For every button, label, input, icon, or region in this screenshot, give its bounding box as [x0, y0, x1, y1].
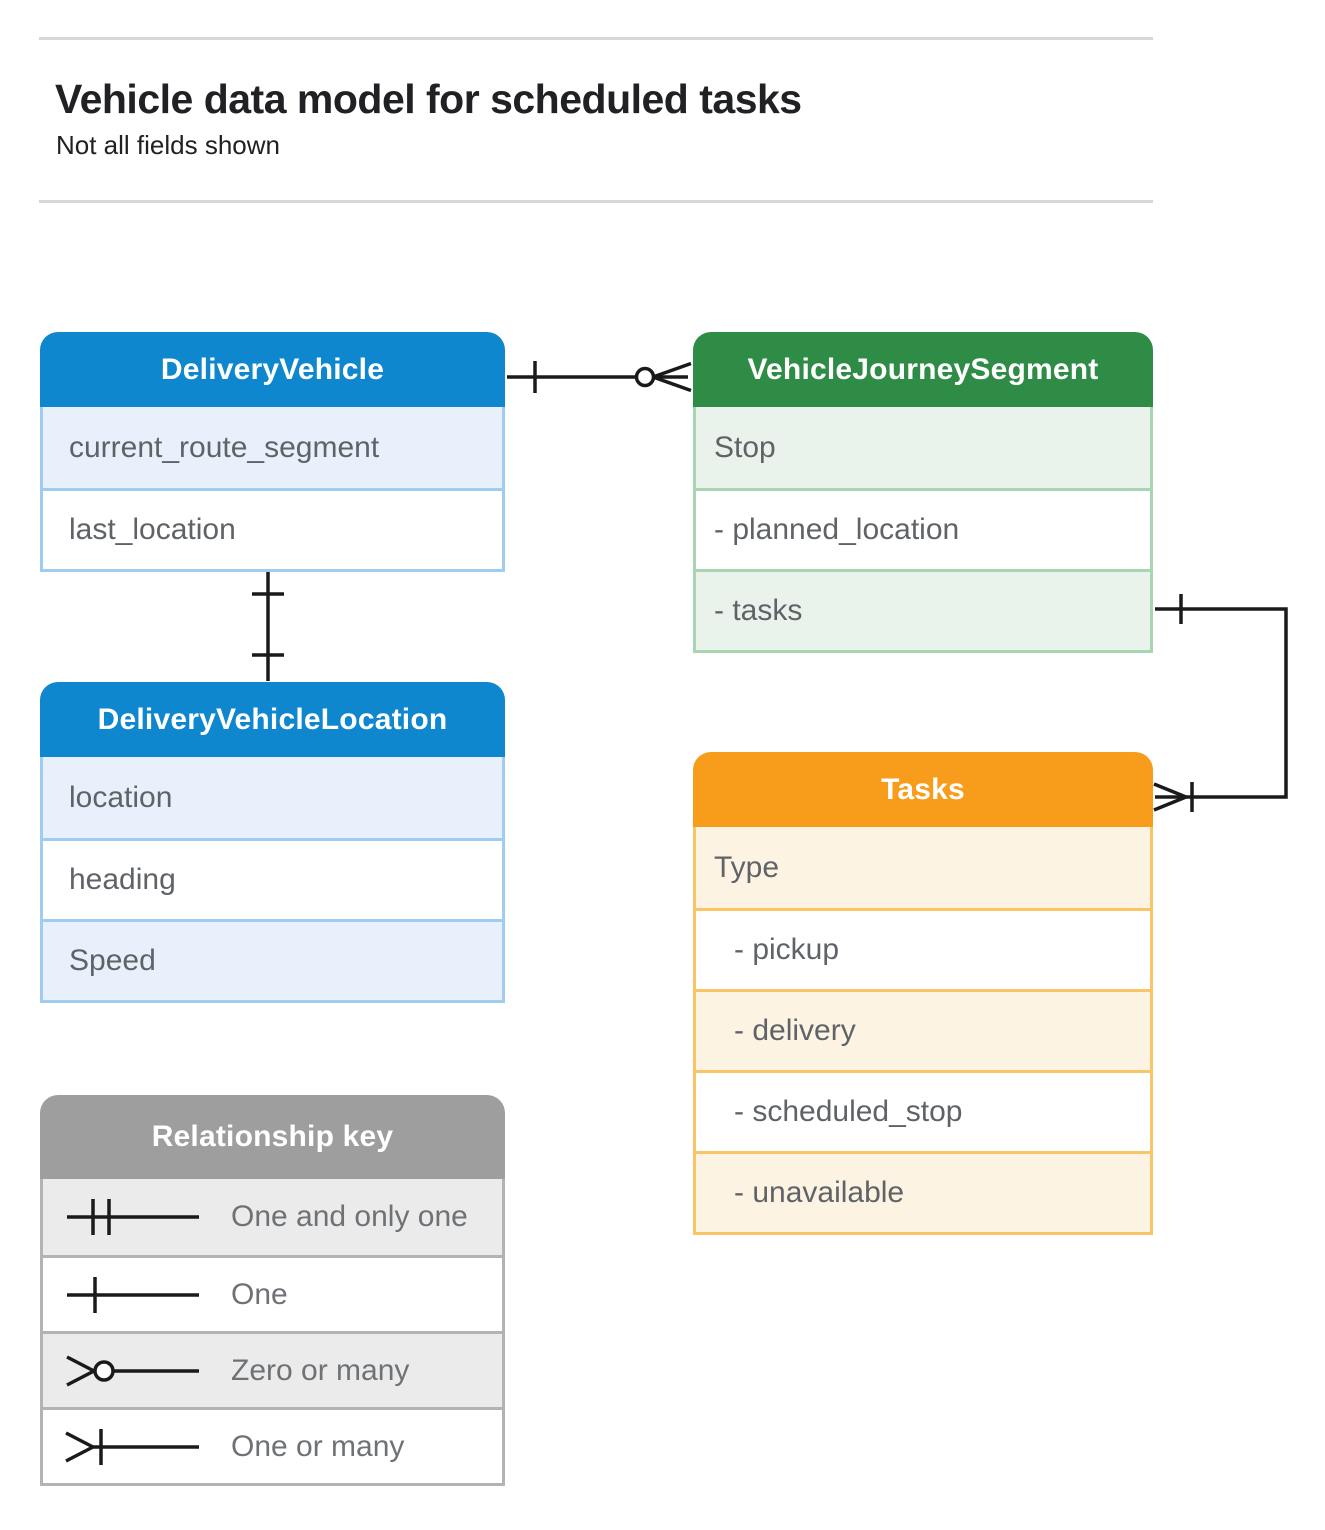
- field-unavailable: - unavailable: [696, 1151, 1150, 1232]
- key-row-one-or-many: One or many: [43, 1407, 502, 1483]
- one-icon: [67, 1276, 199, 1313]
- field-tasks: - tasks: [696, 569, 1150, 650]
- entity-vehicle-journey-segment-header: VehicleJourneySegment: [693, 332, 1153, 407]
- connector-vehiclejourneysegment-tasks-to-tasks: [1153, 594, 1288, 812]
- entity-tasks-header: Tasks: [693, 752, 1153, 827]
- field-heading: heading: [43, 838, 502, 919]
- key-label: One or many: [231, 1429, 405, 1463]
- field-pickup: - pickup: [696, 908, 1150, 989]
- key-label: Zero or many: [231, 1353, 410, 1387]
- connector-deliveryvehicle-to-vehiclejourneysegment: [507, 361, 692, 393]
- entity-delivery-vehicle-body: current_route_segment last_location: [40, 407, 505, 572]
- subtitle-divider: [39, 200, 1153, 203]
- field-location: location: [43, 757, 502, 838]
- field-stop: Stop: [696, 407, 1150, 488]
- field-current-route-segment: current_route_segment: [43, 407, 502, 488]
- key-row-zero-or-many: Zero or many: [43, 1331, 502, 1407]
- key-label: One and only one: [231, 1200, 468, 1233]
- zero-or-many-icon: [66, 1354, 199, 1387]
- field-delivery: - delivery: [696, 989, 1150, 1070]
- connector-deliveryvehicle-to-deliveryvehiclelocation: [252, 572, 284, 681]
- entity-vehicle-journey-segment: VehicleJourneySegment Stop - planned_loc…: [693, 332, 1153, 653]
- entity-delivery-vehicle-header: DeliveryVehicle: [40, 332, 505, 407]
- entity-delivery-vehicle-location-header: DeliveryVehicleLocation: [40, 682, 505, 757]
- key-row-one: One: [43, 1255, 502, 1331]
- field-speed: Speed: [43, 919, 502, 1000]
- entity-tasks: Tasks Type - pickup - delivery - schedul…: [693, 752, 1153, 1235]
- entity-vehicle-journey-segment-body: Stop - planned_location - tasks: [693, 407, 1153, 653]
- relationship-key-header: Relationship key: [40, 1095, 505, 1179]
- entity-tasks-body: Type - pickup - delivery - scheduled_sto…: [693, 827, 1153, 1235]
- field-scheduled-stop: - scheduled_stop: [696, 1070, 1150, 1151]
- entity-delivery-vehicle-location-body: location heading Speed: [40, 757, 505, 1003]
- relationship-key: Relationship key One and only one One Ze…: [40, 1095, 505, 1486]
- field-type: Type: [696, 827, 1150, 908]
- page-subtitle: Not all fields shown: [56, 130, 280, 160]
- key-row-one-and-only-one: One and only one: [43, 1179, 502, 1255]
- entity-delivery-vehicle-location: DeliveryVehicleLocation location heading…: [40, 682, 505, 1003]
- key-label: One: [231, 1277, 288, 1311]
- one-and-only-one-icon: [67, 1199, 199, 1235]
- field-planned-location: - planned_location: [696, 488, 1150, 569]
- page-title: Vehicle data model for scheduled tasks: [55, 76, 802, 122]
- one-or-many-icon: [65, 1428, 199, 1465]
- top-divider: [39, 37, 1153, 40]
- entity-delivery-vehicle: DeliveryVehicle current_route_segment la…: [40, 332, 505, 572]
- relationship-key-body: One and only one One Zero or many One or…: [40, 1179, 505, 1486]
- field-last-location: last_location: [43, 488, 502, 569]
